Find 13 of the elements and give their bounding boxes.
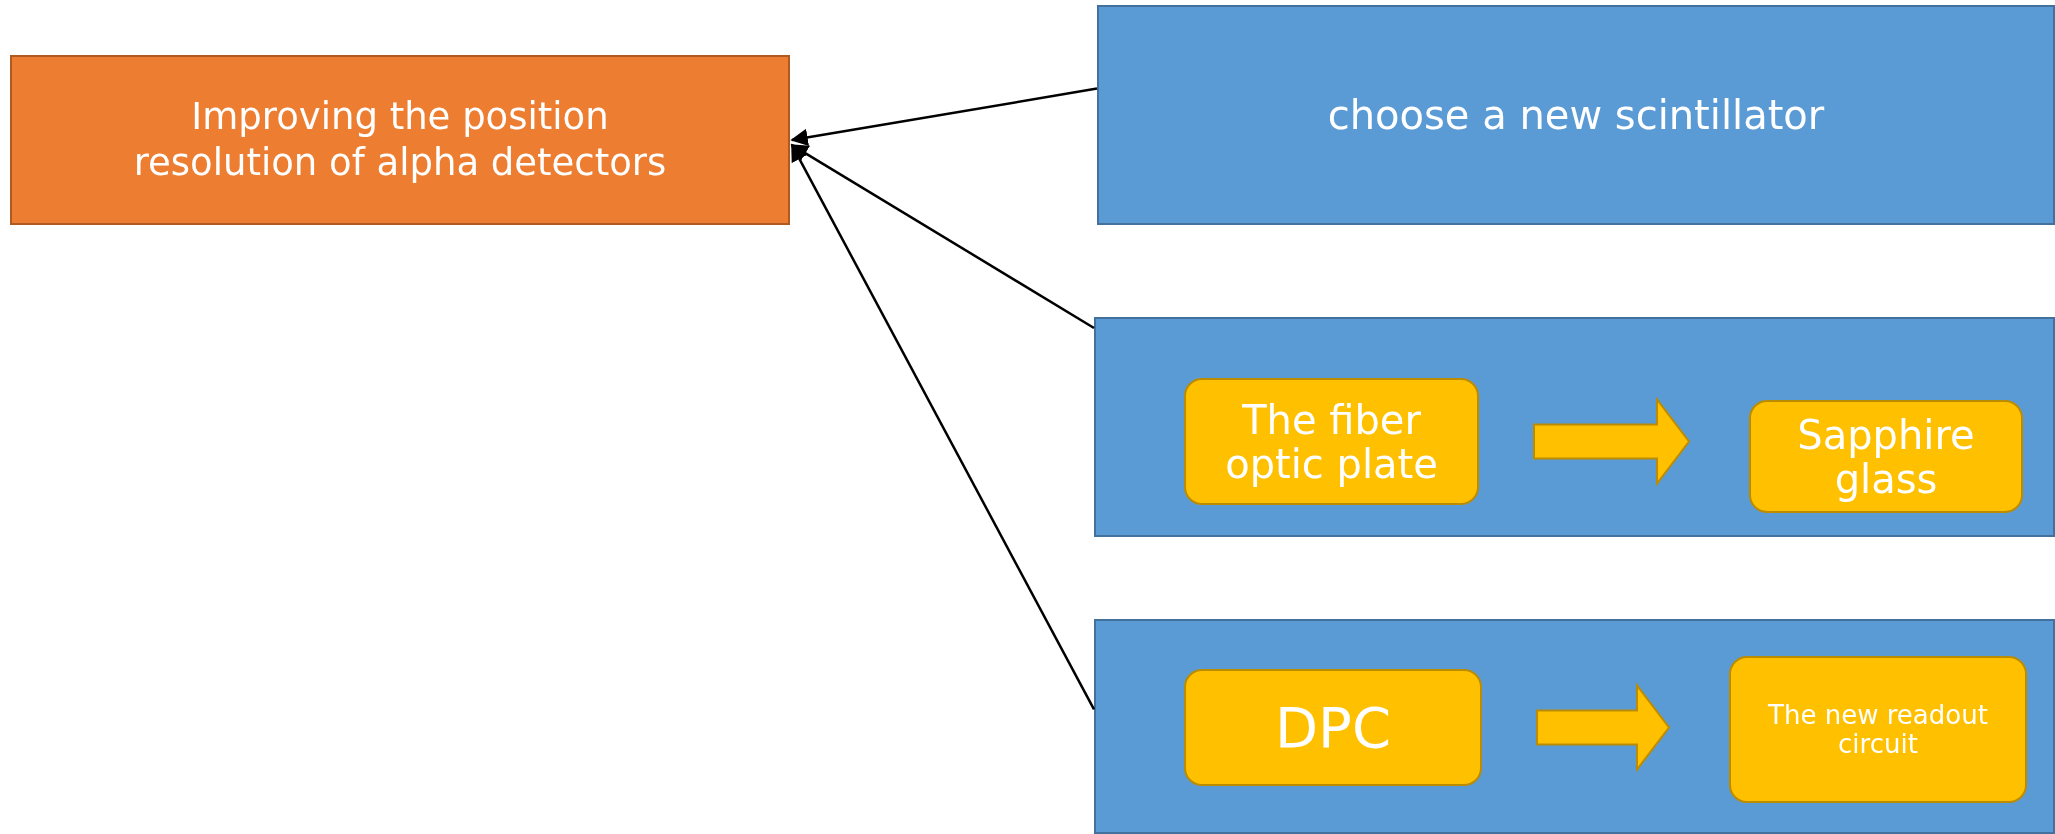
panel-box: [1094, 317, 2055, 537]
block-arrow: [1536, 682, 1671, 773]
arrow: [790, 87, 1098, 146]
panel-box: [1094, 619, 2055, 834]
item-box: Sapphire glass: [1749, 400, 2023, 513]
item-box: DPC: [1184, 669, 1482, 786]
panel-box: choose a new scintillator: [1097, 5, 2055, 225]
block-arrow: [1533, 396, 1691, 487]
arrow: [790, 143, 1096, 710]
arrow: [790, 144, 1095, 330]
item-box: The new readout circuit: [1729, 656, 2027, 803]
goal-box: Improving the position resolution of alpha detectors: [10, 55, 790, 225]
item-box: The fiber optic plate: [1184, 378, 1479, 505]
